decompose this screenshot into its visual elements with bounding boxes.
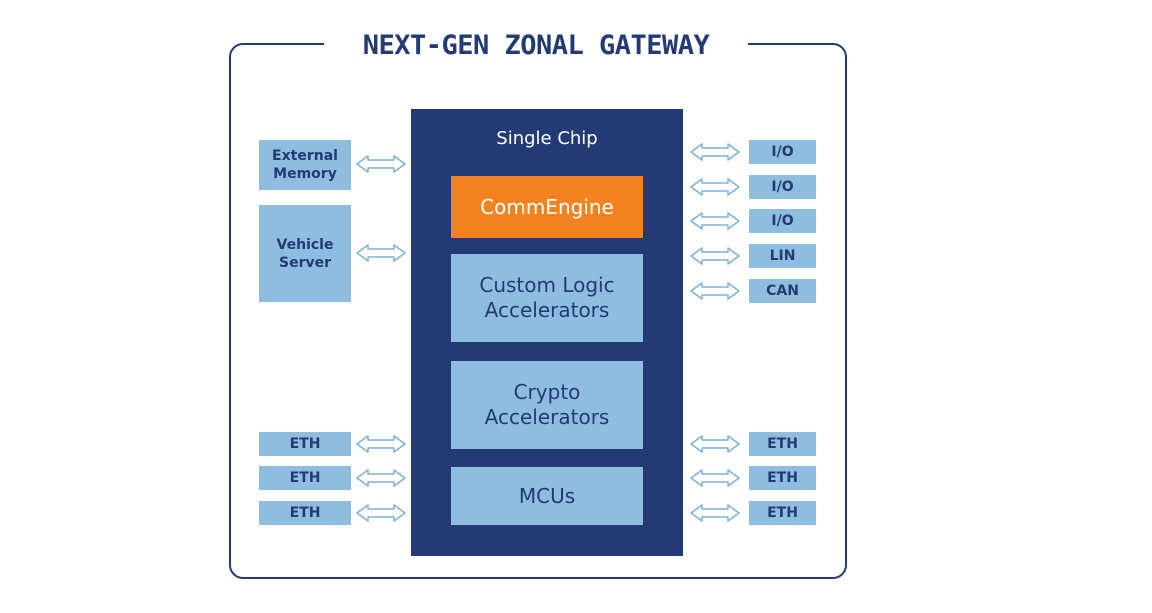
chip-label: Single Chip: [496, 128, 598, 149]
mcus-block: MCUs: [451, 467, 643, 525]
eth-box-right-3: ETH: [749, 501, 816, 525]
commengine-block: CommEngine: [451, 176, 643, 238]
double-arrow-icon: [690, 143, 740, 161]
double-arrow-icon: [356, 435, 406, 453]
custom-logic-accelerators-block: Custom Logic Accelerators: [451, 254, 643, 342]
io-box-1: I/O: [749, 140, 816, 164]
double-arrow-icon: [356, 469, 406, 487]
vehicle-server-box: Vehicle Server: [259, 205, 351, 302]
can-box: CAN: [749, 279, 816, 303]
eth-box-left-3: ETH: [259, 501, 351, 525]
double-arrow-icon: [690, 469, 740, 487]
double-arrow-icon: [690, 178, 740, 196]
lin-box: LIN: [749, 244, 816, 268]
double-arrow-icon: [690, 504, 740, 522]
io-box-2: I/O: [749, 175, 816, 199]
double-arrow-icon: [690, 247, 740, 265]
eth-box-left-2: ETH: [259, 466, 351, 490]
io-box-3: I/O: [749, 209, 816, 233]
eth-box-left-1: ETH: [259, 432, 351, 456]
external-memory-box: External Memory: [259, 140, 351, 190]
eth-box-right-2: ETH: [749, 466, 816, 490]
eth-box-right-1: ETH: [749, 432, 816, 456]
crypto-accelerators-block: Crypto Accelerators: [451, 361, 643, 449]
double-arrow-icon: [356, 504, 406, 522]
double-arrow-icon: [690, 212, 740, 230]
diagram-title: NEXT-GEN ZONAL GATEWAY: [324, 24, 748, 68]
double-arrow-icon: [356, 155, 406, 173]
double-arrow-icon: [356, 244, 406, 262]
double-arrow-icon: [690, 282, 740, 300]
double-arrow-icon: [690, 435, 740, 453]
